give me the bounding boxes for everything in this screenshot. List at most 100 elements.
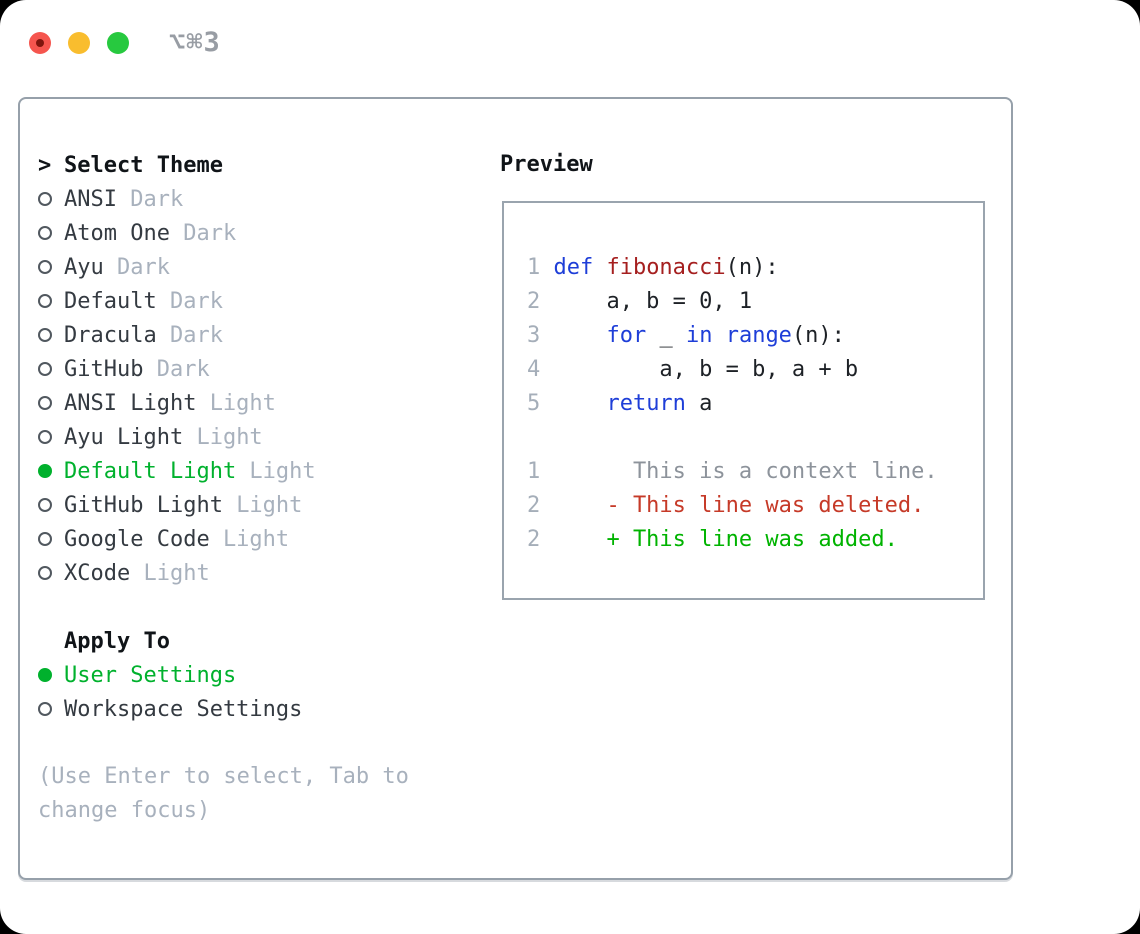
theme-variant: Light (222, 526, 290, 552)
theme-variant: Light (209, 390, 276, 416)
code-segment: return (606, 391, 686, 416)
code-segment (712, 323, 725, 348)
code-segment: - This line was deleted. (553, 493, 925, 518)
theme-option[interactable]: GitHub Dark (38, 352, 409, 386)
code-text: This is a context line. (553, 459, 938, 484)
code-text: a, b = b, a + b (553, 357, 858, 382)
line-number: 4 (527, 357, 541, 382)
code-segment: a, b = b, a + b (553, 357, 859, 382)
theme-variant: Dark (130, 186, 184, 212)
theme-option[interactable]: ANSI Dark (38, 182, 409, 216)
code-text: def fibonacci(n): (553, 255, 778, 280)
theme-list-heading-row: > Select Theme (38, 148, 409, 182)
prompt-icon: > (38, 152, 52, 178)
code-segment: (n): (791, 323, 845, 348)
window-title: ⌥⌘3 (169, 27, 221, 58)
line-number: 2 (527, 289, 541, 314)
radio-selected-icon (38, 464, 52, 478)
theme-name: Default Light (64, 458, 237, 484)
line-number: 5 (527, 391, 541, 416)
code-segment: + This line was added. (553, 527, 898, 552)
radio-selected-icon (38, 668, 52, 682)
theme-name: Atom One (64, 220, 170, 246)
theme-option[interactable]: ANSI Light Light (38, 386, 409, 420)
code-segment: range (725, 323, 792, 348)
zoom-button[interactable] (107, 31, 129, 54)
theme-variant: Light (249, 458, 316, 484)
spacer (38, 590, 409, 624)
radio-icon (38, 192, 52, 206)
help-text-line: (Use Enter to select, Tab to (38, 764, 409, 789)
preview-heading: Preview (500, 152, 593, 177)
radio-icon (38, 294, 52, 308)
theme-name: GitHub Light (64, 492, 223, 518)
theme-option[interactable]: XCode Light (38, 556, 409, 590)
code-line: 4 a, b = b, a + b (527, 353, 983, 387)
theme-variant: Dark (169, 322, 223, 348)
minimize-button[interactable] (68, 31, 90, 54)
theme-name: ANSI Light (64, 390, 197, 416)
theme-name: XCode (64, 560, 131, 586)
apply-option[interactable]: Workspace Settings (38, 692, 409, 726)
code-line: 2 a, b = 0, 1 (527, 285, 983, 319)
help-text-line: change focus) (38, 798, 211, 823)
code-line: 3 for _ in range(n): (527, 319, 983, 353)
theme-name: ANSI (64, 186, 117, 212)
radio-icon (38, 260, 52, 274)
titlebar: ⌥⌘3 (29, 27, 221, 58)
theme-list-heading: Select Theme (64, 152, 223, 178)
theme-option[interactable]: Dracula Dark (38, 318, 409, 352)
radio-icon (38, 566, 52, 580)
radio-icon (38, 328, 52, 342)
code-line: 2 + This line was added. (527, 523, 983, 557)
theme-variant: Light (196, 424, 263, 450)
code-segment: fibonacci (606, 255, 726, 280)
code-line (527, 421, 983, 455)
code-segment: _ (646, 323, 686, 348)
apply-to-heading-row: Apply To (38, 624, 409, 658)
apply-option-label: Workspace Settings (64, 696, 303, 722)
theme-option[interactable]: Default Light Light (38, 454, 409, 488)
theme-variant: Light (143, 560, 210, 586)
theme-option[interactable]: Google Code Light (38, 522, 409, 556)
code-line: 1 This is a context line. (527, 455, 983, 489)
line-number: 2 (527, 493, 541, 518)
radio-icon (38, 532, 52, 546)
line-number: 3 (527, 323, 541, 348)
radio-icon (38, 702, 52, 716)
theme-name: Dracula (64, 322, 157, 348)
line-number: 1 (527, 459, 541, 484)
code-line: 2 - This line was deleted. (527, 489, 983, 523)
code-segment: for (606, 323, 647, 348)
theme-name: GitHub (64, 356, 144, 382)
code-text: a, b = 0, 1 (553, 289, 752, 314)
radio-icon (38, 498, 52, 512)
radio-icon (38, 226, 52, 240)
code-segment: def (553, 255, 607, 280)
code-segment: This is a context line. (553, 459, 938, 484)
code-text: - This line was deleted. (553, 493, 924, 518)
code-line: 5 return a (527, 387, 983, 421)
radio-icon (38, 430, 52, 444)
spacer (38, 726, 409, 760)
theme-name: Google Code (64, 526, 210, 552)
apply-option-label: User Settings (64, 662, 237, 688)
theme-variant: Dark (156, 356, 210, 382)
theme-name: Default (64, 288, 157, 314)
theme-name: Ayu (64, 254, 104, 280)
code-segment: in (685, 323, 713, 348)
close-button[interactable] (29, 31, 51, 54)
apply-option[interactable]: User Settings (38, 658, 409, 692)
